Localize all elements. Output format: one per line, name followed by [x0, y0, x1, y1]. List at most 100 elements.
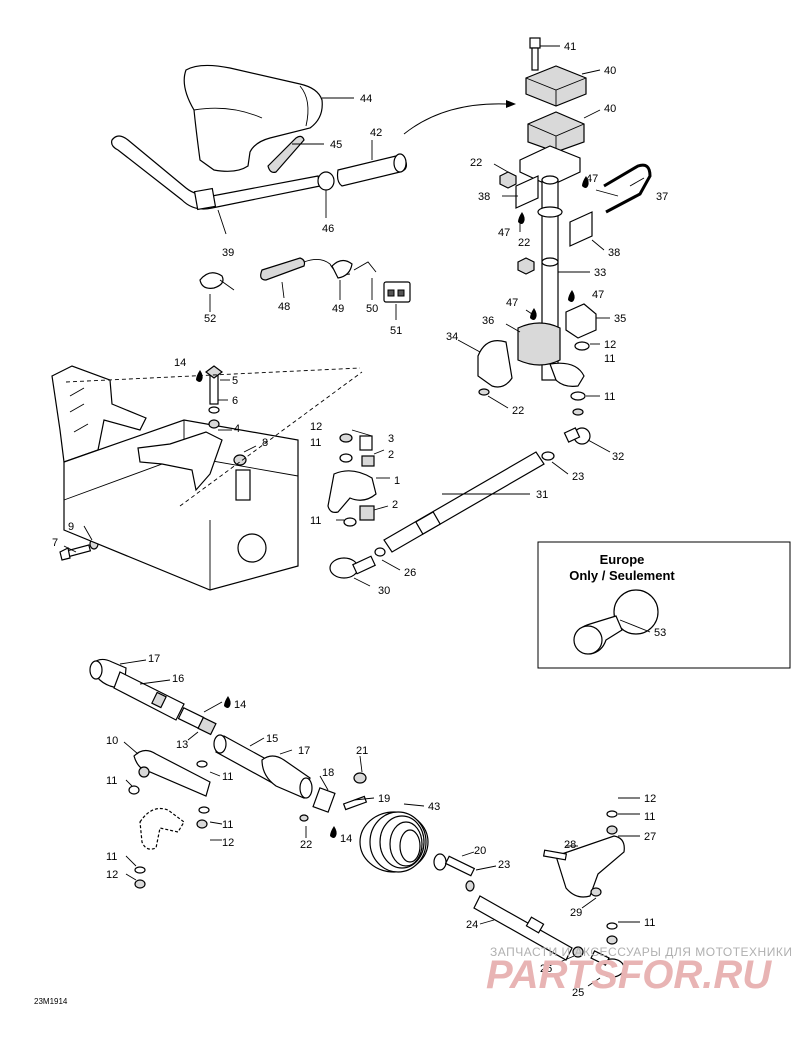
callout-14: 14: [340, 833, 352, 845]
callout-11: 11: [222, 819, 233, 831]
callout-17: 17: [148, 653, 160, 665]
callout-47: 47: [506, 297, 518, 309]
grease-drop-icon: [518, 212, 525, 224]
callout-34: 34: [446, 331, 458, 343]
grease-drop-icon: [568, 290, 575, 302]
callout-40: 40: [604, 103, 616, 115]
callout-38: 38: [608, 247, 620, 259]
watermark-logo: PARTSFOR.RU: [486, 953, 772, 997]
steering-arm: [327, 470, 377, 513]
column-support-bracket: [477, 340, 513, 388]
callout-12: 12: [604, 339, 616, 351]
callout-12: 12: [644, 793, 656, 805]
inset-title-line1: Europe: [600, 552, 645, 567]
callout-6: 6: [232, 395, 238, 407]
callout-13: 13: [176, 739, 188, 751]
callout-22: 22: [512, 405, 524, 417]
callout-52: 52: [204, 313, 216, 325]
callout-49: 49: [332, 303, 344, 315]
handlebar-pad: [183, 64, 323, 172]
steering-arm-group: [327, 433, 377, 527]
cable-tie: [199, 272, 224, 289]
bushing-right: [569, 211, 593, 247]
callout-43: 43: [428, 801, 440, 813]
callout-19: 19: [378, 793, 390, 805]
drag-link: [473, 895, 573, 961]
callout-23: 23: [572, 471, 584, 483]
callout-24: 24: [466, 919, 478, 931]
callout-26: 26: [404, 567, 416, 579]
callout-14: 14: [234, 699, 246, 711]
callout-42: 42: [370, 127, 382, 139]
callout-50: 50: [366, 303, 378, 315]
bellows-boot: [359, 811, 447, 873]
grease-drop-icon: [530, 308, 537, 320]
callout-27: 27: [644, 831, 656, 843]
watermark-caption: ЗАПЧАСТИ И АКСЕССУАРЫ ДЛЯ МОТОТЕХНИКИ: [490, 945, 792, 959]
callout-12: 12: [106, 869, 118, 881]
column-plate: [519, 145, 581, 187]
grip-heater: [260, 257, 306, 281]
bushing-ring: [317, 171, 335, 191]
wire-harness-clip: [331, 259, 353, 279]
callout-35: 35: [614, 313, 626, 325]
callout-11: 11: [222, 771, 233, 783]
callout-26: 26: [540, 963, 552, 975]
grease-drop-icon: [582, 176, 589, 188]
callout-36: 36: [482, 315, 494, 327]
column-lower-arm: [549, 362, 585, 387]
bushing-left: [515, 175, 539, 209]
callout-11: 11: [106, 775, 117, 787]
callout-12: 12: [222, 837, 234, 849]
callout-33: 33: [594, 267, 606, 279]
callout-20: 20: [474, 845, 486, 857]
callout-1: 1: [394, 475, 400, 487]
callout-48: 48: [278, 301, 290, 313]
callout-14: 14: [174, 357, 186, 369]
pitman-arm-alt: [139, 807, 185, 850]
grease-drop-icon: [224, 696, 231, 708]
callout-11: 11: [644, 811, 655, 823]
u-bolt: [603, 163, 652, 214]
callout-30: 30: [378, 585, 390, 597]
nut-mid: [517, 257, 535, 275]
callout-16: 16: [172, 673, 184, 685]
callout-31: 31: [536, 489, 548, 501]
horn-bulb: [613, 589, 659, 635]
callout-18: 18: [322, 767, 334, 779]
electrical-parts-group: [199, 257, 411, 303]
callout-2: 2: [392, 499, 398, 511]
callout-3: 3: [388, 433, 394, 445]
callout-23: 23: [498, 859, 510, 871]
connector-housing: [383, 281, 411, 303]
callout-11: 11: [604, 353, 615, 365]
callout-28: 28: [564, 839, 576, 851]
callout-37: 37: [656, 191, 668, 203]
callout-9: 9: [68, 521, 74, 533]
grease-drop-icon: [196, 370, 203, 382]
callout-11: 11: [310, 437, 321, 449]
callout-47: 47: [592, 289, 604, 301]
callout-44: 44: [360, 93, 372, 105]
europe-inset: Europe Only / Seulement: [537, 541, 791, 669]
callout-32: 32: [612, 451, 624, 463]
callout-11: 11: [644, 917, 655, 929]
bushing-36: [517, 322, 561, 366]
chassis-frame: [51, 365, 147, 463]
bushing-35: [565, 303, 597, 339]
handlebar-clamp-lower: [527, 111, 585, 153]
callout-12: 12: [310, 421, 322, 433]
callout-11: 11: [106, 851, 117, 863]
callout-7: 7: [52, 537, 58, 549]
figure-code: 23M1914: [34, 997, 68, 1006]
steering-column-group: [477, 37, 652, 416]
steering-knuckle-arm: [555, 835, 625, 898]
callout-22: 22: [470, 157, 482, 169]
pitman-arm: [133, 749, 211, 797]
callout-29: 29: [570, 907, 582, 919]
callout-22: 22: [518, 237, 530, 249]
callout-2: 2: [388, 449, 394, 461]
callout-15: 15: [266, 733, 278, 745]
